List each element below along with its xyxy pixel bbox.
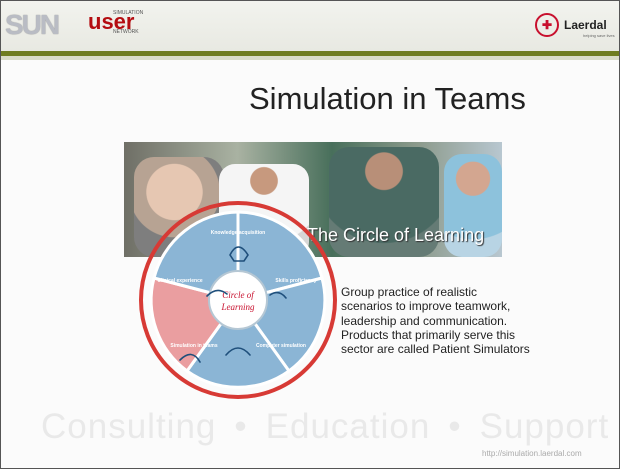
center-label-2: Learning	[220, 302, 255, 312]
logo-simulation: SIMULATION	[113, 10, 144, 16]
header-rule-shadow	[1, 56, 619, 60]
footer-support: Support	[479, 407, 610, 446]
logo-network: NETWORK	[113, 29, 139, 35]
footer-url[interactable]: http://simulation.laerdal.com	[482, 449, 582, 458]
wheel-center	[208, 270, 268, 330]
footer-tagline: Consulting • Education • Support	[41, 407, 609, 447]
photo-figure-4	[444, 154, 502, 257]
slide-title: Simulation in Teams	[249, 81, 526, 116]
segment-label-clinical: Clinical experience	[157, 278, 203, 284]
center-label-1: Circle of	[222, 290, 255, 300]
description-text: Group practice of realistic scenarios to…	[341, 285, 530, 357]
segment-label-computer: Computer simulation	[256, 343, 306, 349]
segment-label-teams: Simulation in teams	[170, 343, 217, 349]
wheel-outer-ring	[139, 201, 337, 399]
footer-consulting: Consulting	[41, 407, 217, 446]
laerdal-tagline: helping save lives	[583, 33, 615, 38]
wheel-icons	[179, 246, 287, 363]
header-rule	[1, 51, 619, 56]
segment-computer	[184, 297, 292, 389]
laerdal-logo: ✚ Laerdal helping save lives	[535, 13, 615, 39]
logo-user: user	[88, 9, 135, 34]
segment-label-knowledge: Knowledge acquisition	[211, 230, 265, 236]
photo-caption: The Circle of Learning	[307, 225, 485, 245]
laerdal-icon: ✚	[535, 13, 559, 37]
footer-separator-icon: •	[234, 407, 248, 446]
photo-figure-3	[329, 147, 439, 257]
circle-of-learning-wheel: Circle of Learning Knowledge acquisition…	[139, 201, 337, 399]
segment-clinical	[152, 210, 240, 302]
footer-education: Education	[265, 407, 431, 446]
segment-knowledge	[236, 210, 324, 302]
laerdal-text: Laerdal	[564, 18, 607, 32]
segment-label-skills: Skills proficiency	[275, 278, 316, 284]
photo-banner: The Circle of Learning	[124, 142, 502, 257]
footer-separator-icon: •	[448, 407, 462, 446]
header: SUN user SIMULATION NETWORK ✚ Laerdal he…	[1, 1, 619, 51]
logo-sun: SUN	[5, 9, 60, 40]
